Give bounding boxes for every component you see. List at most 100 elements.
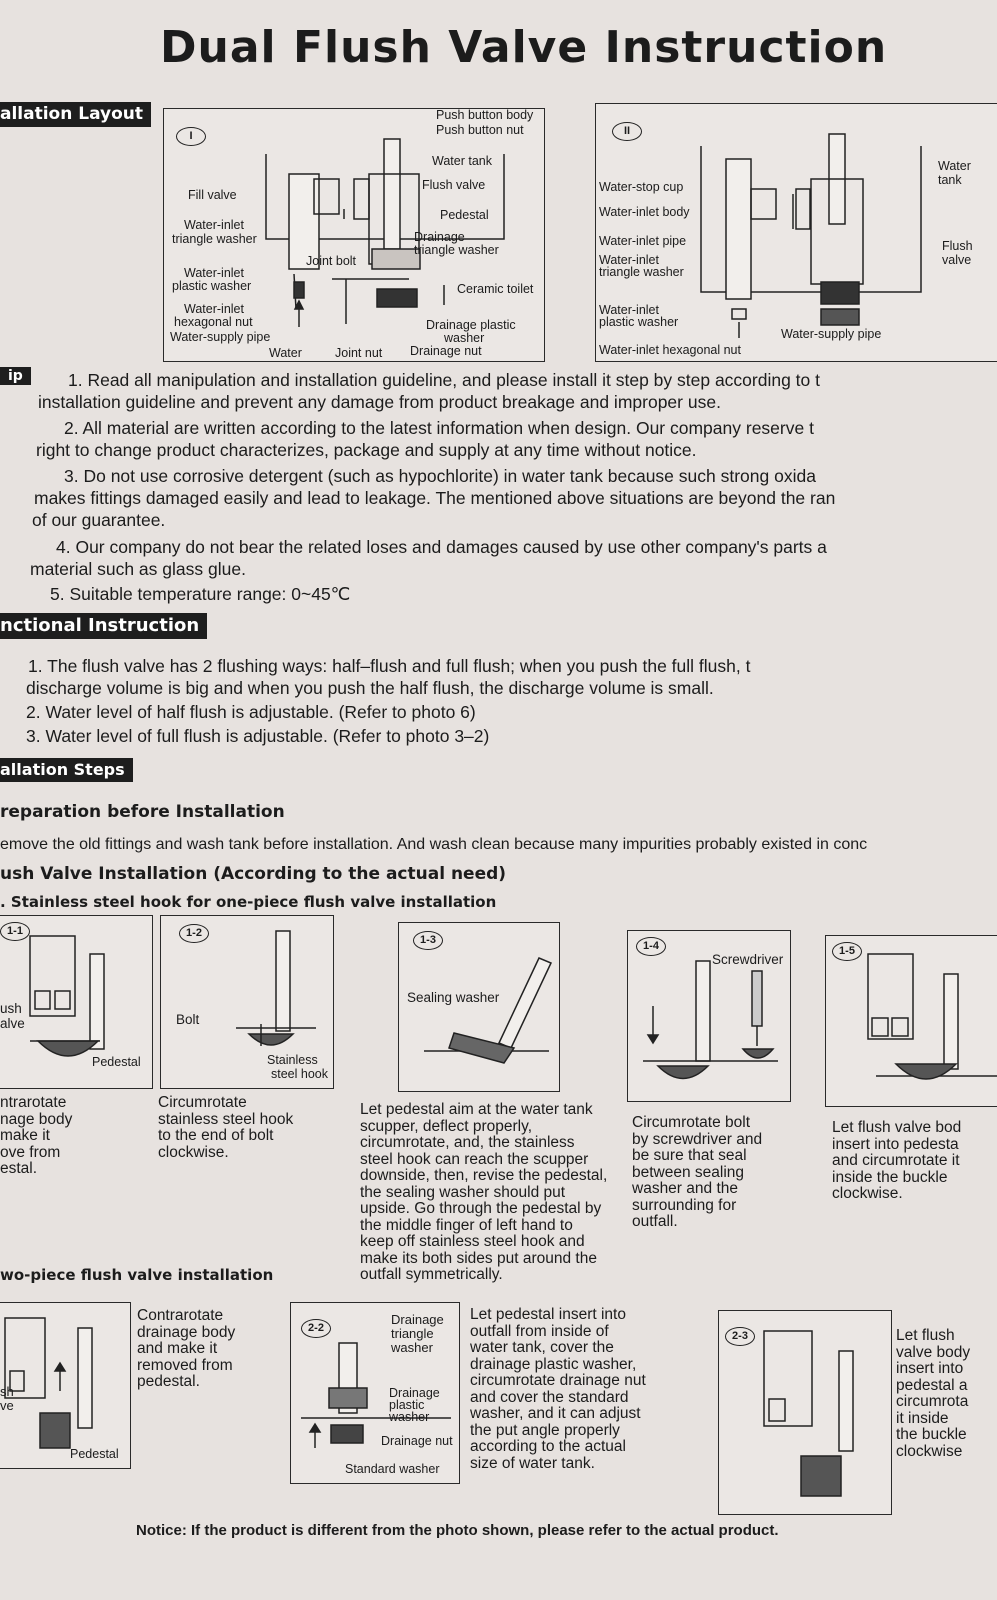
step-label: plastic (389, 1398, 425, 1412)
tip-line: 3. Do not use corrosive detergent (such … (64, 466, 816, 486)
step-number: 2-2 (301, 1319, 331, 1338)
label-flush-valve: Flush valve (422, 178, 486, 192)
label-drainage-plastic-1: Drainage plastic (426, 318, 516, 332)
label-water-inlet-body: Water-inlet body (599, 205, 690, 219)
label-water-inlet-triangle-2: triangle washer (599, 265, 684, 279)
tip-line: 4. Our company do not bear the related l… (56, 537, 827, 557)
step-2-2-figure: 2-2 Drainage triangle washer Drainage pl… (290, 1302, 460, 1484)
section-header-installation-layout: allation Layout (0, 102, 152, 127)
functional-line: 2. Water level of half flush is adjustab… (26, 702, 476, 722)
functional-line: 3. Water level of full flush is adjustab… (26, 726, 490, 746)
step-1-5-figure: 1-5 (825, 935, 997, 1107)
step-number: 1-1 (0, 922, 30, 941)
diagram-1-number: I (176, 127, 206, 146)
label-fill-valve: Fill valve (188, 188, 237, 202)
step-1-4-figure: 1-4 Screwdriver (627, 930, 791, 1102)
label-water-supply-pipe: Water-supply pipe (781, 327, 882, 341)
tip-line: makes fittings damaged easily and lead t… (34, 488, 836, 508)
step-number: 1-4 (636, 937, 666, 956)
prep-heading: reparation before Installation (0, 802, 285, 822)
tip-line: 2. All material are written according to… (64, 418, 814, 438)
fvi-sub-one-piece: . Stainless steel hook for one-piece flu… (0, 893, 497, 911)
step-label: Screwdriver (712, 952, 784, 967)
label-joint-bolt: Joint bolt (306, 254, 357, 268)
label-water-inlet-plastic-1: Water-inlet (599, 303, 659, 317)
fvi-sub-two-piece: wo-piece flush valve installation (0, 1266, 274, 1284)
label-water-inlet-triangle-1: Water-inlet (184, 218, 244, 232)
tip-line: right to change product characterizes, p… (36, 440, 697, 460)
step-label: Drainage nut (381, 1434, 453, 1448)
tip-line: 1. Read all manipulation and installatio… (68, 370, 821, 390)
step-1-2-figure: 1-2 Bolt Stainless steel hook (160, 915, 334, 1089)
tip-line: material such as glass glue. (30, 559, 246, 579)
step-label: washer (389, 1410, 430, 1424)
step-label: Pedestal (70, 1447, 119, 1461)
step-2-3-figure: 2-3 (718, 1310, 892, 1515)
label-drainage-triangle-1: Drainage (414, 230, 465, 244)
functional-line: 1. The flush valve has 2 flushing ways: … (28, 656, 751, 676)
page-title: Dual Flush Valve Instruction (160, 22, 888, 73)
step-number: 2-3 (725, 1327, 755, 1346)
label-water-tank-2: tank (938, 173, 962, 187)
label-water-tank: Water tank (432, 154, 492, 168)
label-drainage-triangle-2: triangle washer (414, 243, 499, 257)
section-header-tip: ip (0, 367, 31, 385)
label-water-inlet-plastic-2: plastic washer (599, 315, 679, 329)
label-pedestal: Pedestal (440, 208, 489, 222)
tip-line: of our guarantee. (32, 510, 166, 530)
step-label: Stainless (267, 1053, 318, 1067)
step-1-1-figure: 1-1 ush alve Pedestal (0, 915, 153, 1089)
label-flush-valve-2: valve (942, 253, 972, 267)
step-2-1-figure: sh ve Pedestal (0, 1302, 131, 1469)
step-label: Standard washer (345, 1462, 440, 1476)
fvi-heading: ush Valve Installation (According to the… (0, 864, 507, 884)
label-water-tank-1: Water (938, 159, 971, 173)
step-label: alve (0, 1016, 25, 1031)
label-drainage-nut: Drainage nut (410, 344, 482, 358)
notice-text: Notice: If the product is different from… (136, 1522, 779, 1539)
label-water-supply-pipe: Water-supply pipe (170, 330, 271, 344)
step-label: sh (0, 1384, 14, 1399)
section-header-steps: allation Steps (0, 758, 133, 782)
label-water-inlet-hex-nut: Water-inlet hexagonal nut (599, 343, 741, 357)
step-label: Bolt (176, 1012, 200, 1027)
step-label: steel hook (271, 1067, 328, 1081)
diagram-installation-layout-2: II Water-stop cup Water-inlet body Water… (595, 103, 997, 362)
step-label: washer (391, 1340, 433, 1355)
step-number: 1-2 (179, 924, 209, 943)
step-label: Drainage (389, 1386, 440, 1400)
diagram-1-drawing (265, 138, 505, 327)
step-number: 1-5 (832, 942, 862, 961)
label-water-inlet-plastic-2: plastic washer (172, 279, 252, 293)
step-label: ush (0, 1001, 22, 1016)
prep-text: emove the old fittings and wash tank bef… (0, 836, 868, 853)
label-water-inlet-plastic-1: Water-inlet (184, 266, 244, 280)
section-header-functional: nctional Instruction (0, 613, 208, 639)
step-label: ve (0, 1398, 14, 1413)
label-drainage-plastic-2: washer (444, 331, 485, 345)
label-water-inlet-triangle-1: Water-inlet (599, 253, 659, 267)
tip-line: 5. Suitable temperature range: 0~45℃ (50, 584, 351, 604)
label-water-inlet-pipe: Water-inlet pipe (599, 234, 687, 248)
step-label: triangle (391, 1326, 434, 1341)
label-flush-valve-1: Flush (942, 239, 973, 253)
label-water-inlet-hex-2: hexagonal nut (174, 315, 253, 329)
label-water-stop-cup: Water-stop cup (599, 180, 684, 194)
step-1-3-figure: 1-3 Sealing washer (398, 922, 560, 1092)
label-water-inlet-triangle-2: triangle washer (172, 232, 257, 246)
functional-line: discharge volume is big and when you pus… (26, 678, 714, 698)
label-ceramic-toilet: Ceramic toilet (457, 282, 534, 296)
step-number: 1-3 (413, 931, 443, 950)
label-joint-nut: Joint nut (335, 346, 383, 360)
label-push-button-nut: Push button nut (436, 123, 524, 137)
label-push-button-body: Push button body (436, 108, 534, 122)
diagram-installation-layout-1: I Push button body Push button nut Water… (163, 108, 545, 362)
